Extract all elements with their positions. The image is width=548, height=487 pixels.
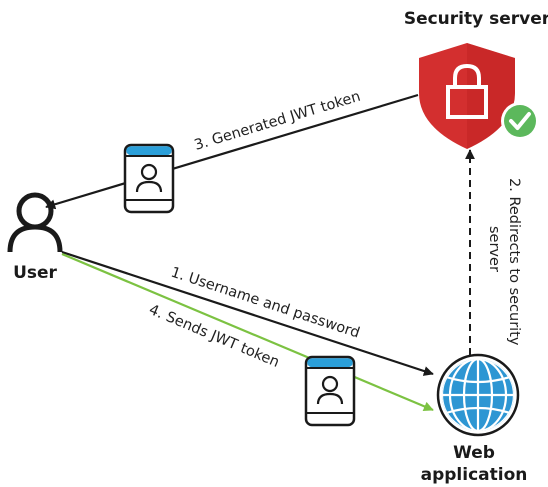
edge-label-step3: 3. Generated JWT token: [193, 89, 363, 154]
edge-sends-jwt-token: [61, 252, 434, 412]
security-server-label: Security server: [404, 9, 548, 29]
edge-label-step2: 2. Redirects to security server: [486, 178, 522, 346]
web-application-label-line1: Web: [453, 443, 495, 463]
globe-icon: [436, 353, 520, 437]
edge-label-step2-line1: 2. Redirects to security: [506, 178, 522, 346]
device-token-icon: [123, 143, 175, 214]
web-application-label-line2: application: [421, 465, 528, 485]
check-badge-icon: [501, 102, 539, 140]
edge-label-step4: 4. Sends JWT token: [146, 302, 281, 371]
edge-username-and-password: [61, 250, 434, 376]
shield-lock-icon: [419, 43, 515, 149]
user-label: User: [13, 263, 57, 283]
device-token-icon: [304, 355, 356, 427]
user-icon: [7, 192, 63, 253]
edge-generated-jwt-token: [45, 93, 419, 210]
edge-label-step2-line2: server: [486, 226, 502, 272]
